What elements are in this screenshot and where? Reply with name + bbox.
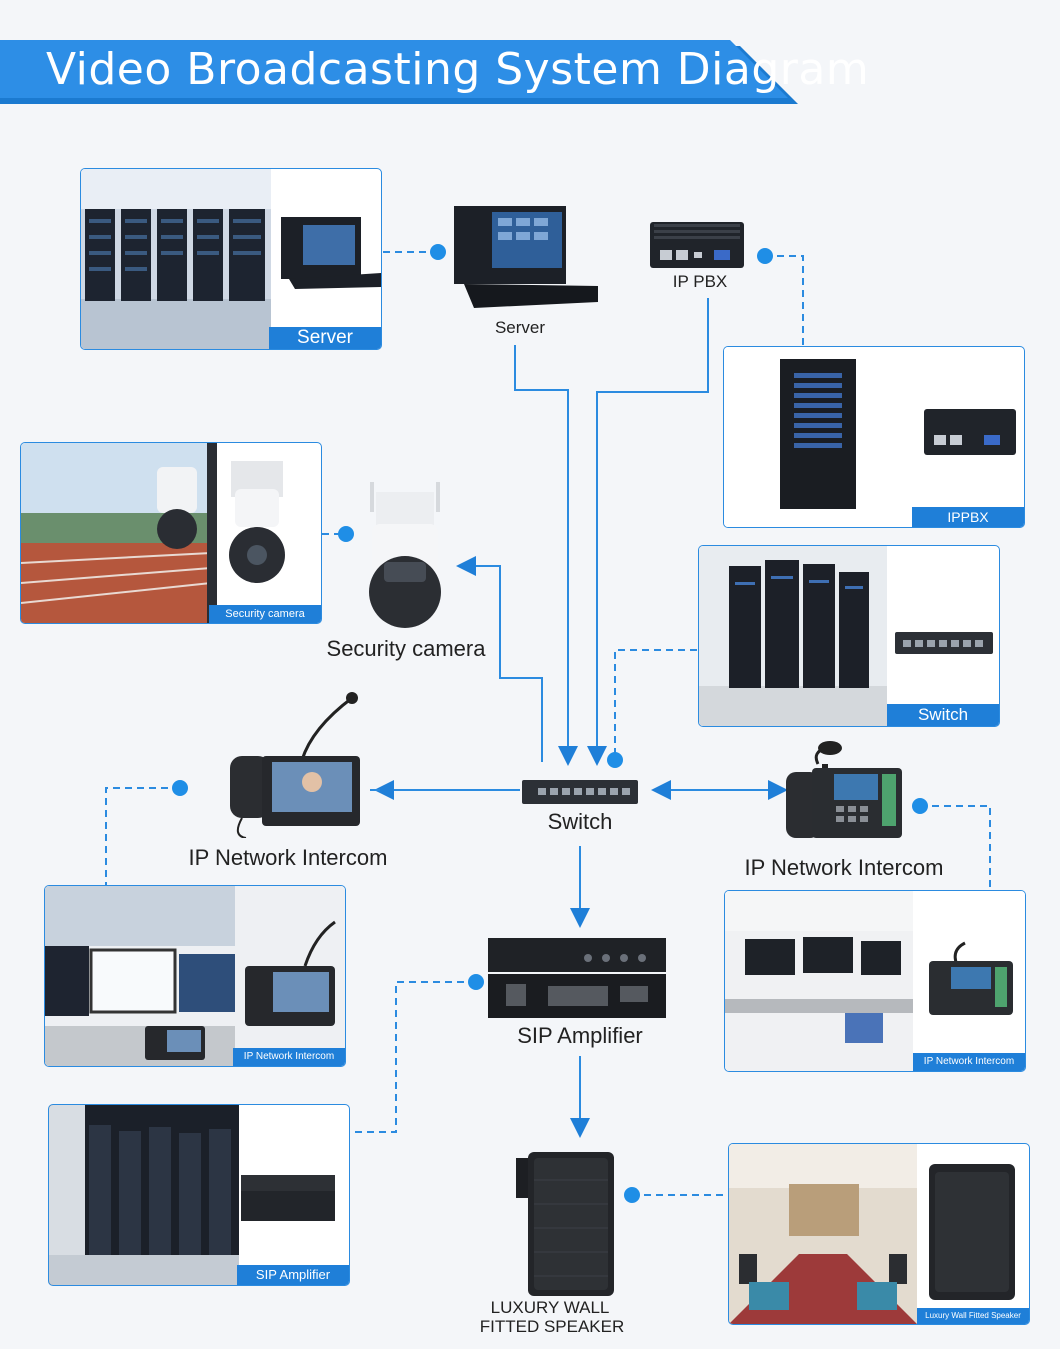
- speaker-label-line2: FITTED SPEAKER: [479, 1317, 625, 1336]
- intercom-right-device-icon: [786, 741, 902, 838]
- ippbx-card-label: IPPBX: [912, 507, 1024, 527]
- camera-to-switch-line: [456, 556, 543, 762]
- server-room-photo: [81, 169, 381, 349]
- switch-label: Switch: [547, 809, 613, 834]
- speaker-conference-room-photo: [729, 1144, 1015, 1324]
- intercom-right-card: IP Network Intercom: [724, 890, 1026, 1072]
- sip-amplifier-card-label: SIP Amplifier: [237, 1265, 349, 1285]
- sip-amplifier-device-icon: [488, 938, 666, 1018]
- ippbx-to-switch-line: [587, 298, 709, 766]
- security-camera-card-label: Security camera: [209, 605, 321, 623]
- intercom-right-label: IP Network Intercom: [744, 855, 944, 880]
- server-device-icon: [454, 206, 598, 308]
- sip-amplifier-datacenter-photo: [49, 1105, 335, 1285]
- switch-device-icon: [522, 780, 638, 804]
- intercom-left-device-icon: [230, 692, 360, 838]
- ippbx-card: IPPBX: [723, 346, 1025, 528]
- security-camera-label: Security camera: [326, 636, 486, 661]
- intercom-left-label: IP Network Intercom: [188, 845, 388, 870]
- server-card-label: Server: [269, 327, 381, 349]
- security-camera-card: Security camera: [20, 442, 322, 624]
- ippbx-rack-photo: [724, 347, 1016, 527]
- page-title: Video Broadcasting System Diagram: [46, 44, 870, 95]
- intercom-right-card-label: IP Network Intercom: [913, 1053, 1025, 1071]
- sip-amplifier-label: SIP Amplifier: [517, 1023, 643, 1048]
- title-banner-shape: [0, 40, 798, 104]
- sip-amplifier-card: SIP Amplifier: [48, 1104, 350, 1286]
- title-banner: [0, 40, 800, 104]
- speaker-label-line1: LUXURY WALL: [490, 1298, 610, 1317]
- server-card: Server: [80, 168, 382, 350]
- switch-card-label: Switch: [887, 704, 999, 726]
- ip-pbx-label: IP PBX: [672, 272, 728, 291]
- security-camera-device-icon: [369, 482, 441, 628]
- speaker-device-icon: [516, 1152, 614, 1296]
- intercom-left-control-room-photo: [45, 886, 345, 1066]
- speaker-card-label: Luxury Wall Fitted Speaker: [917, 1308, 1029, 1324]
- ip-pbx-device-icon: [650, 222, 744, 268]
- switch-room-photo: [699, 546, 993, 726]
- server-to-switch-line: [514, 345, 578, 766]
- intercom-left-card-label: IP Network Intercom: [233, 1048, 345, 1066]
- security-camera-photo: [21, 443, 285, 623]
- speaker-card: Luxury Wall Fitted Speaker: [728, 1143, 1030, 1325]
- intercom-left-card: IP Network Intercom: [44, 885, 346, 1067]
- server-label: Server: [494, 318, 546, 337]
- switch-card: Switch: [698, 545, 1000, 727]
- intercom-right-office-photo: [725, 891, 1025, 1071]
